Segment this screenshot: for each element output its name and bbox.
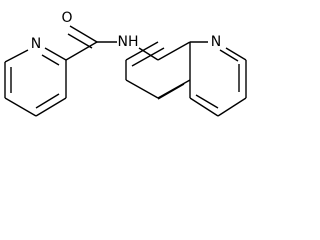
- pyridine-bond-n-c6: [4, 49, 29, 63]
- quinoline-bond-n1-c2: [225, 47, 247, 61]
- pyridine-bond-c4-c3: [35, 97, 67, 117]
- pyridine-bond-c5-c4: [4, 97, 37, 117]
- quinoline-bond-c4-c4a: [189, 97, 219, 117]
- quinoline-inner-double-3: [131, 47, 165, 67]
- carbonyl-bond-double-line: [67, 33, 93, 49]
- molecule-diagram: O NH N N: [4, 10, 247, 117]
- carbonyl-to-pyridine-bond: [65, 41, 98, 61]
- quinoline-inner-double-5: [219, 49, 239, 62]
- nh-to-quinoline-bond: [138, 47, 159, 61]
- amide-nh-label: NH: [118, 34, 139, 50]
- quinoline-nitrogen-label: N: [211, 34, 221, 50]
- pyridine-inner-double-1: [41, 54, 60, 66]
- pyridine-nitrogen-label: N: [31, 36, 41, 52]
- quinoline-inner-double-2: [195, 94, 219, 109]
- quinoline-bond-c8-c8a: [157, 41, 191, 61]
- quinoline-inner-double-4: [157, 83, 185, 100]
- quinoline-bond-c3-c4: [217, 97, 247, 117]
- oxygen-label: O: [61, 10, 72, 26]
- carbonyl-bond-single-line: [69, 25, 98, 43]
- pyridine-inner-double-3: [35, 93, 60, 109]
- structure-canvas: O NH N N: [4, 10, 247, 117]
- quinoline-bond-c5-c6: [125, 79, 159, 99]
- pyridine-bond-c2-n: [44, 47, 67, 61]
- quinoline-bond-c7-c8: [125, 41, 159, 61]
